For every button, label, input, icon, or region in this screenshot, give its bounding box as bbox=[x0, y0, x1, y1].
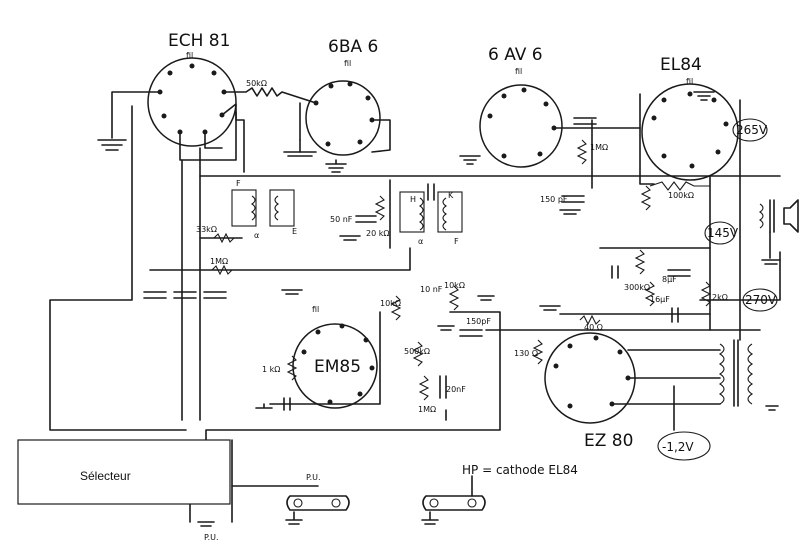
em85-fil-label: fil bbox=[312, 305, 319, 314]
if-transformer-1 bbox=[231, 189, 295, 227]
pu-socket-1 bbox=[286, 495, 350, 511]
label-c-150p-em85: 150pF bbox=[466, 317, 491, 326]
label-r-1m-6av6: 1MΩ bbox=[590, 143, 608, 152]
label-r-1k: 1 kΩ bbox=[262, 365, 280, 374]
label-c-10n: 10 nF bbox=[420, 285, 443, 294]
coil-mark-k: K bbox=[448, 191, 454, 200]
coil-mark-f1: F bbox=[236, 179, 241, 188]
label-r-500k: 500kΩ bbox=[404, 347, 430, 356]
em85-label: EM85 bbox=[314, 357, 361, 377]
6av6-label: 6 AV 6 bbox=[488, 45, 543, 65]
voltage-270-label: 270V bbox=[745, 293, 777, 307]
el84-fil-label: fil bbox=[686, 77, 693, 86]
label-c-16u: 16μF bbox=[650, 295, 670, 304]
ech81-fil-label: fil bbox=[186, 51, 193, 60]
label-r-10k: 10kΩ bbox=[380, 299, 401, 308]
resistors bbox=[211, 139, 712, 401]
coil-mark-a1: α bbox=[254, 231, 259, 240]
tube-ez80 bbox=[544, 332, 636, 424]
label-r-10k-b: 10kΩ bbox=[444, 281, 465, 290]
hp-socket bbox=[422, 475, 486, 511]
ez80-label: EZ 80 bbox=[584, 431, 633, 451]
tube-6ba6 bbox=[305, 80, 381, 156]
label-r-40: 40 Ω bbox=[584, 323, 603, 332]
label-c-8u: 8μF bbox=[662, 275, 677, 284]
coil-mark-a2: α bbox=[418, 237, 423, 246]
voltage-145 bbox=[704, 221, 736, 245]
pu-label-1: P.U. bbox=[306, 473, 321, 482]
label-r-300k: 300kΩ bbox=[624, 283, 650, 292]
tube-6av6 bbox=[479, 84, 563, 168]
output-transformer bbox=[759, 199, 799, 265]
wiring bbox=[49, 87, 781, 523]
6ba6-label: 6BA 6 bbox=[328, 37, 378, 57]
voltage-265-label: 265V bbox=[736, 123, 768, 137]
label-r-130: 130 Ω bbox=[514, 349, 538, 358]
ground-symbols bbox=[197, 91, 779, 527]
coil-mark-h: H bbox=[410, 195, 416, 204]
voltage-265 bbox=[732, 118, 768, 142]
ech81-label: ECH 81 bbox=[168, 31, 230, 51]
label-r-50k-top: 50kΩ bbox=[246, 79, 267, 88]
label-c-150p-6av6: 150 pF bbox=[540, 195, 568, 204]
label-c-20n: 20nF bbox=[446, 385, 466, 394]
label-r-33k: 33kΩ bbox=[196, 225, 217, 234]
power-transformer bbox=[718, 339, 754, 407]
6ba6-fil-label: fil bbox=[344, 59, 351, 68]
label-r-100k: 100kΩ bbox=[668, 191, 694, 200]
tube-el84 bbox=[641, 83, 739, 181]
hp-note: HP = cathode EL84 bbox=[462, 463, 578, 477]
voltage-145-label: 145V bbox=[707, 226, 739, 240]
voltage-neg bbox=[657, 431, 711, 461]
voltage-neg-label: -1,2V bbox=[662, 440, 694, 454]
label-r-1m-em85: 1MΩ bbox=[418, 405, 436, 414]
pu-label-2: P.U. bbox=[204, 533, 219, 542]
coil-mark-e: E bbox=[292, 227, 297, 236]
tube-ech81 bbox=[147, 57, 237, 147]
capacitors bbox=[143, 117, 691, 411]
coil-mark-f2: F bbox=[454, 237, 459, 246]
label-c-50n: 50 nF bbox=[330, 215, 353, 224]
label-r-1m-left: 1MΩ bbox=[210, 257, 228, 266]
el84-label: EL84 bbox=[660, 55, 702, 75]
selector-label: Sélecteur bbox=[80, 469, 131, 483]
label-r-2k: 2kΩ bbox=[712, 293, 728, 302]
6av6-fil-label: fil bbox=[515, 67, 522, 76]
if-transformer-2 bbox=[399, 191, 463, 233]
voltage-270 bbox=[742, 288, 778, 312]
selector-box[interactable] bbox=[17, 439, 231, 505]
label-r-20k: 20 kΩ bbox=[366, 229, 389, 238]
